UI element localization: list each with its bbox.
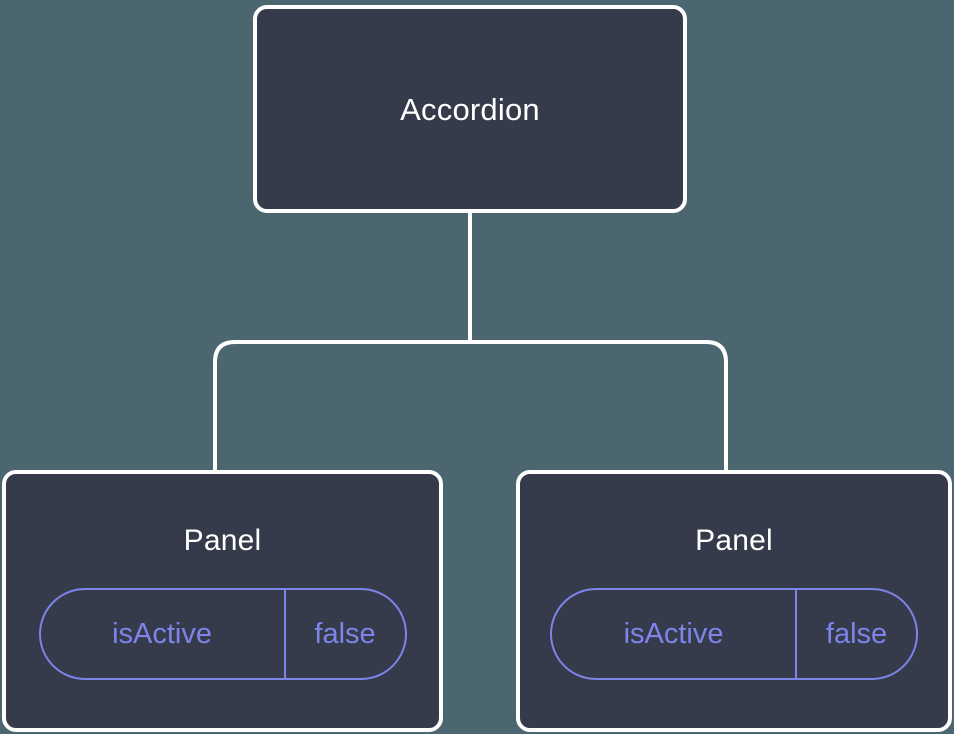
- node-panel-2-label: Panel: [695, 524, 773, 557]
- node-panel-1-label: Panel: [183, 524, 262, 557]
- node-panel-2-prop-pill[interactable]: isActive false: [550, 588, 918, 680]
- node-panel-1[interactable]: Panel isActive false: [2, 470, 443, 732]
- node-panel-1-prop-key: isActive: [41, 590, 286, 678]
- node-panel-2[interactable]: Panel isActive false: [516, 470, 952, 732]
- node-panel-2-prop-value: false: [825, 617, 888, 650]
- node-accordion[interactable]: Accordion: [253, 5, 687, 213]
- edge-root-to-panel-2: [470, 340, 728, 474]
- node-panel-2-prop-key: isActive: [552, 590, 798, 678]
- node-panel-1-prop-value: false: [314, 617, 376, 650]
- edge-root-to-panel-1: [213, 340, 470, 474]
- node-accordion-label: Accordion: [400, 91, 540, 127]
- node-panel-1-prop-pill[interactable]: isActive false: [38, 588, 407, 680]
